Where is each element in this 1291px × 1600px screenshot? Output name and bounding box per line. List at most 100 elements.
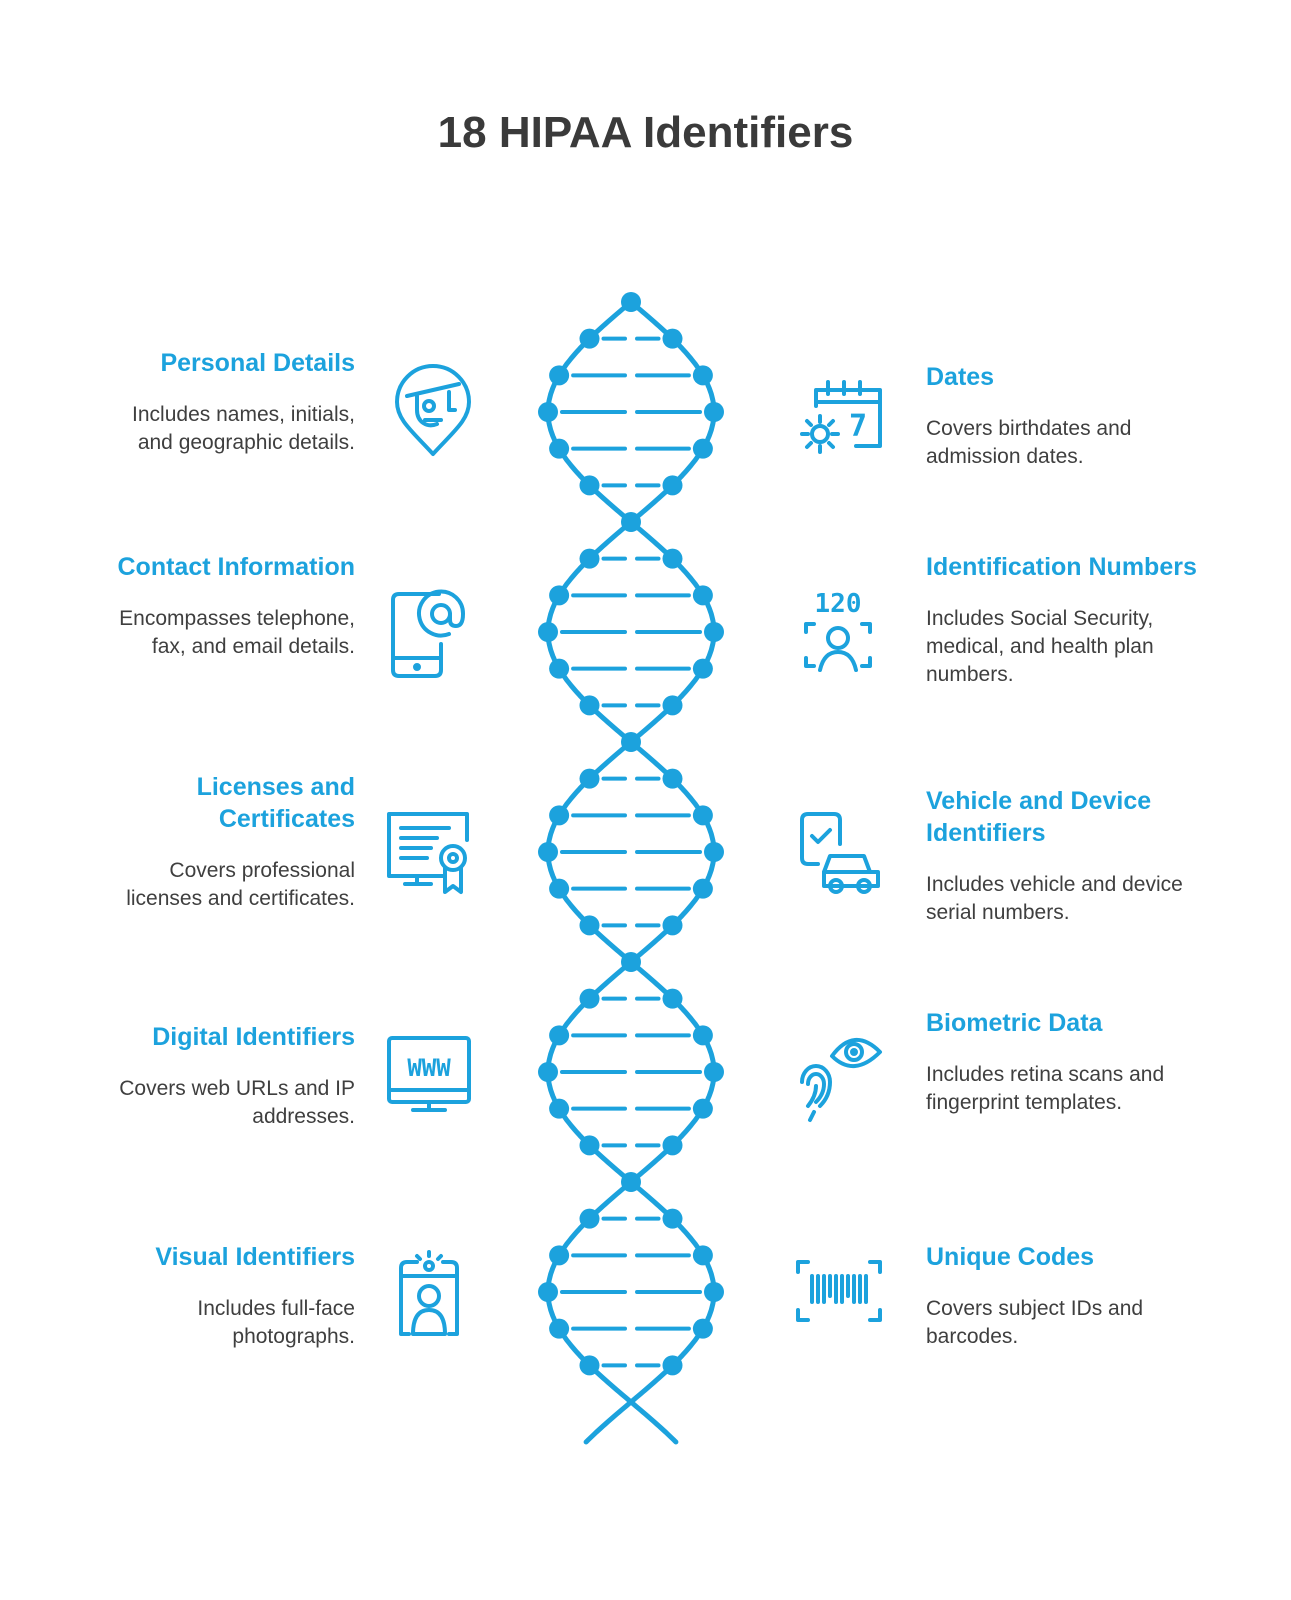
item-heading: Digital Identifiers — [152, 1023, 355, 1051]
helix-node — [549, 1318, 570, 1339]
item-heading: Biometric Data — [926, 1009, 1103, 1037]
helix-strand-1 — [545, 299, 717, 1445]
item-heading: Licenses and Certificates — [196, 773, 355, 833]
helix-node — [692, 1025, 713, 1046]
helix-node — [662, 768, 683, 789]
helix-node — [692, 365, 713, 386]
helix-node — [692, 1318, 713, 1339]
helix-node — [549, 438, 570, 459]
helix-node — [662, 988, 683, 1009]
helix-node — [662, 1208, 683, 1229]
helix-node — [538, 1062, 558, 1082]
item-contact-information: Contact Information Encompasses telephon… — [95, 551, 356, 661]
helix-node — [662, 475, 683, 496]
helix-node — [549, 805, 570, 826]
item-description: Includes full-face photographs. — [197, 1297, 355, 1348]
helix-node — [579, 695, 600, 716]
item-licenses-certificates: Licenses and Certificates Covers profess… — [95, 771, 355, 913]
item-heading: Vehicle and Device Identifiers — [926, 787, 1152, 847]
item-description: Covers professional licenses and certifi… — [126, 859, 355, 910]
helix-node — [662, 548, 683, 569]
helix-node — [579, 1135, 600, 1156]
helix-node — [579, 1355, 600, 1376]
helix-node — [621, 292, 641, 312]
certificate-icon — [383, 806, 483, 906]
helix-node — [692, 878, 713, 899]
id-number-label: 120 — [815, 589, 862, 619]
helix-node — [621, 512, 641, 532]
helix-node — [549, 365, 570, 386]
item-heading: Unique Codes — [926, 1243, 1095, 1271]
helix-node — [579, 988, 600, 1009]
item-unique-codes: Unique Codes Covers subject IDs and barc… — [926, 1241, 1206, 1351]
helix-node — [549, 878, 570, 899]
helix-node — [692, 1098, 713, 1119]
face-scan-number-icon: 120 — [794, 586, 894, 686]
eye-fingerprint-icon — [794, 1026, 894, 1126]
item-vehicle-device-identifiers: Vehicle and Device Identifiers Includes … — [926, 785, 1206, 927]
helix-node — [704, 842, 724, 862]
helix-node — [549, 658, 570, 679]
map-pin-face-icon — [383, 364, 483, 466]
helix-node — [579, 768, 600, 789]
item-personal-details: Personal Details Includes names, initial… — [95, 347, 355, 457]
phone-car-icon — [794, 806, 894, 906]
helix-node — [704, 622, 724, 642]
helix-node — [621, 1172, 641, 1192]
item-description: Includes retina scans and fingerprint te… — [926, 1063, 1165, 1114]
barcode-scan-icon — [794, 1246, 894, 1346]
helix-strand-2 — [545, 299, 717, 1445]
helix-node — [579, 548, 600, 569]
helix-node — [621, 952, 641, 972]
helix-node — [549, 1245, 570, 1266]
www-monitor-icon: WWW — [383, 1026, 483, 1126]
helix-node — [662, 1135, 683, 1156]
item-digital-identifiers: Digital Identifiers Covers web URLs and … — [95, 1021, 355, 1131]
helix-node — [662, 328, 683, 349]
helix-node — [692, 658, 713, 679]
helix-node — [692, 1245, 713, 1266]
item-heading: Identification Numbers — [926, 553, 1197, 581]
helix-node — [549, 585, 570, 606]
id-photo-icon — [383, 1246, 483, 1346]
item-heading: Dates — [926, 363, 995, 391]
item-description: Covers subject IDs and barcodes. — [926, 1297, 1144, 1348]
helix-node — [662, 695, 683, 716]
calendar-day-label: 7 — [849, 409, 867, 444]
helix-node — [621, 732, 641, 752]
helix-node — [579, 475, 600, 496]
helix-node — [692, 438, 713, 459]
page-title: 18 HIPAA Identifiers — [437, 108, 854, 157]
phone-at-icon — [383, 586, 483, 686]
helix-node — [704, 1282, 724, 1302]
helix-node — [579, 328, 600, 349]
www-label: WWW — [407, 1054, 451, 1082]
item-dates: Dates Covers birthdates and admission da… — [926, 361, 1206, 471]
helix-node — [538, 1282, 558, 1302]
item-description: Covers web URLs and IP addresses. — [119, 1077, 355, 1128]
helix-node — [538, 622, 558, 642]
item-visual-identifiers: Visual Identifiers Includes full-face ph… — [95, 1241, 355, 1351]
helix-node — [579, 915, 600, 936]
item-heading: Personal Details — [160, 349, 355, 377]
helix-node — [662, 915, 683, 936]
helix-node — [662, 1355, 683, 1376]
helix-node — [538, 842, 558, 862]
item-identification-numbers: Identification Numbers Includes Social S… — [926, 551, 1206, 689]
item-description: Includes Social Security, medical, and h… — [926, 607, 1154, 686]
item-biometric-data: Biometric Data Includes retina scans and… — [926, 1007, 1206, 1117]
helix-node — [549, 1025, 570, 1046]
helix-node — [704, 402, 724, 422]
helix-node — [538, 402, 558, 422]
item-description: Includes vehicle and device serial numbe… — [926, 873, 1183, 924]
item-heading: Contact Information — [117, 553, 356, 581]
item-heading: Visual Identifiers — [155, 1243, 355, 1271]
item-description: Covers birthdates and admission dates. — [926, 417, 1132, 468]
helix-node — [692, 585, 713, 606]
helix-node — [692, 805, 713, 826]
helix-node — [704, 1062, 724, 1082]
helix-node — [579, 1208, 600, 1229]
item-description: Includes names, initials, and geographic… — [132, 403, 355, 454]
calendar-gear-icon: 7 — [794, 376, 894, 476]
